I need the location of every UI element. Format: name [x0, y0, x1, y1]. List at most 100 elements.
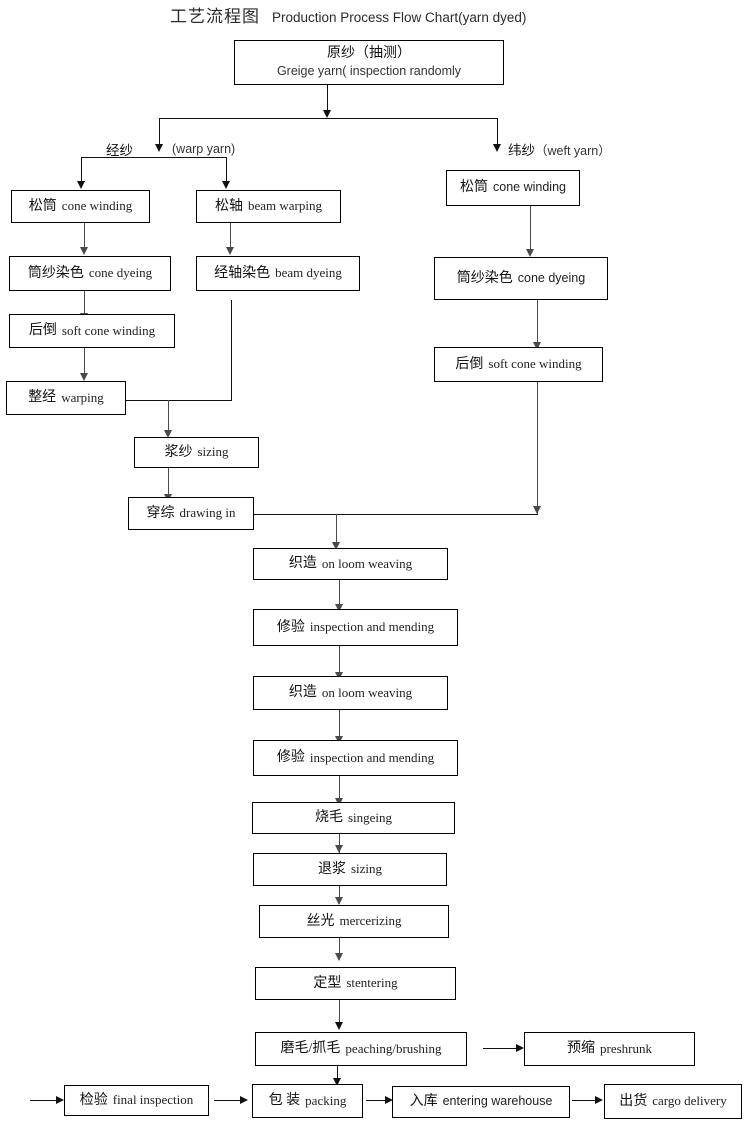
- node-warp-cone-winding-en: cone winding: [61, 198, 133, 214]
- node-warping[interactable]: 整经 warping: [6, 381, 126, 415]
- node-weft-cone-dyeing[interactable]: 筒纱染色 cone dyeing: [434, 257, 608, 300]
- node-weaving-1[interactable]: 织造 on loom weaving: [253, 548, 448, 580]
- node-singeing-cn: 烧毛: [314, 810, 343, 826]
- arrowhead-singeing-to-desizing: [335, 845, 343, 853]
- arrowhead-wcw-to-wcd: [80, 247, 88, 255]
- node-weaving-2-en: on loom weaving: [321, 684, 413, 700]
- node-sizing-cn: 浆纱: [164, 444, 193, 460]
- arrowhead-peaching-to-preshrunk: [516, 1044, 524, 1052]
- node-beam-warping-en: beam warping: [247, 198, 322, 214]
- edge-mercerizing-to-stentering: [339, 938, 341, 960]
- edge-desizing-to-mercerizing: [339, 886, 341, 904]
- edge-weft-cw-to-cd: [530, 206, 532, 251]
- edge-wcd-to-soft: [84, 291, 86, 315]
- edge-bar-to-weaving: [336, 514, 338, 544]
- edge-warp-left-drop: [81, 157, 83, 185]
- node-greige-yarn-en: Greige yarn( inspection randomly: [276, 64, 462, 79]
- node-preshrunk-cn: 预缩: [567, 1041, 595, 1057]
- node-peaching-cn: 磨毛/抓毛: [280, 1041, 341, 1057]
- arrowhead-stentering-to-peaching: [335, 1022, 343, 1030]
- node-warp-soft-cone-winding-cn: 后倒: [28, 323, 57, 339]
- node-cargo-delivery[interactable]: 出货 cargo delivery: [604, 1084, 742, 1119]
- node-weaving-2-cn: 织造: [288, 685, 317, 701]
- arrowhead-weft-soft-drop: [533, 506, 541, 514]
- arrowhead-bw-to-bd: [226, 247, 234, 255]
- node-greige-yarn[interactable]: 原纱（抽测） Greige yarn( inspection randomly: [234, 40, 504, 85]
- edge-warping-merge: [126, 400, 232, 402]
- node-warp-cone-winding[interactable]: 松筒 cone winding: [11, 190, 150, 223]
- arrowhead-greige-stem: [323, 110, 331, 118]
- arrowhead-w1-to-m1: [335, 604, 343, 612]
- edge-split-bar: [159, 118, 498, 120]
- node-beam-warping[interactable]: 松轴 beam warping: [196, 190, 341, 223]
- edge-wcw-to-wcd: [84, 223, 86, 249]
- arrowhead-mercerizing-to-stentering: [335, 953, 343, 961]
- page-title-en: Production Process Flow Chart(yarn dyed): [272, 10, 527, 25]
- node-stentering[interactable]: 定型 stentering: [255, 967, 456, 1000]
- node-warp-cone-dyeing-cn: 筒纱染色: [27, 265, 84, 281]
- node-mending-2[interactable]: 修验 inspection and mending: [253, 740, 458, 776]
- node-stentering-cn: 定型: [313, 975, 342, 991]
- label-weft-yarn: 纬纱（weft yarn）: [508, 139, 611, 160]
- node-weft-cone-winding-en: cone winding: [493, 180, 566, 195]
- node-warp-soft-cone-winding[interactable]: 后倒 soft cone winding: [9, 314, 175, 348]
- edge-left-entry: [30, 1100, 60, 1102]
- node-mending-2-cn: 修验: [276, 750, 305, 766]
- arrowhead-weft-drop: [493, 144, 501, 152]
- arrowhead-warp-right: [222, 181, 230, 189]
- node-entering-warehouse-en: entering warehouse: [442, 1094, 553, 1109]
- arrowhead-desizing-to-mercerizing: [335, 897, 343, 905]
- node-desizing[interactable]: 退浆 sizing: [253, 853, 447, 886]
- node-weft-soft-cone-winding[interactable]: 后倒 soft cone winding: [434, 347, 603, 382]
- edge-drawing-to-weaving-bar: [254, 514, 538, 516]
- node-peaching[interactable]: 磨毛/抓毛 peaching/brushing: [255, 1032, 467, 1066]
- edge-m2-to-singeing: [339, 776, 341, 800]
- node-entering-warehouse-cn: 入库: [409, 1094, 438, 1110]
- arrowhead-warp-drop: [155, 144, 163, 152]
- node-drawing-in-en: drawing in: [179, 505, 236, 521]
- edge-packing-to-warehouse: [366, 1100, 388, 1102]
- arrowhead-packing-to-warehouse: [385, 1096, 393, 1104]
- node-sizing[interactable]: 浆纱 sizing: [134, 437, 259, 468]
- node-preshrunk[interactable]: 预缩 preshrunk: [524, 1032, 695, 1066]
- node-final-inspection-en: final inspection: [112, 1092, 194, 1108]
- label-weft-yarn-cn: 纬纱: [508, 143, 535, 158]
- node-singeing-en: singeing: [347, 809, 393, 825]
- label-warp-yarn-en-wrap: (warp yarn): [172, 140, 235, 158]
- edge-warp-split-bar: [81, 157, 227, 159]
- arrowhead-weft-cd-to-soft: [533, 342, 541, 350]
- edge-bw-to-bd: [230, 223, 232, 249]
- node-weft-cone-winding[interactable]: 松筒 cone winding: [446, 170, 580, 206]
- node-weaving-2[interactable]: 织造 on loom weaving: [253, 676, 448, 710]
- arrowhead-left-entry: [56, 1096, 64, 1104]
- node-singeing[interactable]: 烧毛 singeing: [252, 802, 455, 834]
- node-packing-cn: 包 装: [268, 1093, 301, 1109]
- node-packing[interactable]: 包 装 packing: [252, 1084, 363, 1118]
- node-beam-dyeing[interactable]: 经轴染色 beam dyeing: [196, 256, 360, 291]
- node-warping-en: warping: [61, 389, 104, 405]
- node-desizing-cn: 退浆: [317, 861, 346, 877]
- edge-weft-drop: [497, 118, 499, 148]
- node-mending-1-en: inspection and mending: [309, 619, 435, 635]
- node-weft-cone-dyeing-en: cone dyeing: [517, 270, 586, 285]
- node-weft-cone-winding-cn: 松筒: [460, 180, 489, 196]
- node-final-inspection[interactable]: 检验 final inspection: [64, 1085, 209, 1116]
- node-mending-1-cn: 修验: [276, 619, 305, 635]
- node-peaching-en: peaching/brushing: [345, 1040, 442, 1056]
- node-weft-soft-cone-winding-en: soft cone winding: [488, 356, 582, 372]
- node-warp-cone-dyeing[interactable]: 筒纱染色 cone dyeing: [9, 256, 171, 291]
- edge-singeing-to-desizing: [339, 834, 341, 854]
- node-mending-1[interactable]: 修验 inspection and mending: [253, 609, 458, 646]
- arrowhead-merge-to-sizing: [164, 430, 172, 438]
- node-weaving-1-en: on loom weaving: [321, 555, 413, 571]
- node-cargo-delivery-cn: 出货: [619, 1093, 648, 1109]
- arrowhead-soft-to-warping: [80, 373, 88, 381]
- node-entering-warehouse[interactable]: 入库 entering warehouse: [392, 1086, 570, 1118]
- node-beam-dyeing-en: beam dyeing: [275, 265, 342, 281]
- node-beam-warping-cn: 松轴: [214, 198, 243, 214]
- node-drawing-in[interactable]: 穿综 drawing in: [128, 497, 254, 530]
- node-mercerizing[interactable]: 丝光 mercerizing: [259, 905, 449, 938]
- node-mercerizing-en: mercerizing: [339, 913, 402, 929]
- edge-warehouse-to-delivery: [572, 1100, 599, 1102]
